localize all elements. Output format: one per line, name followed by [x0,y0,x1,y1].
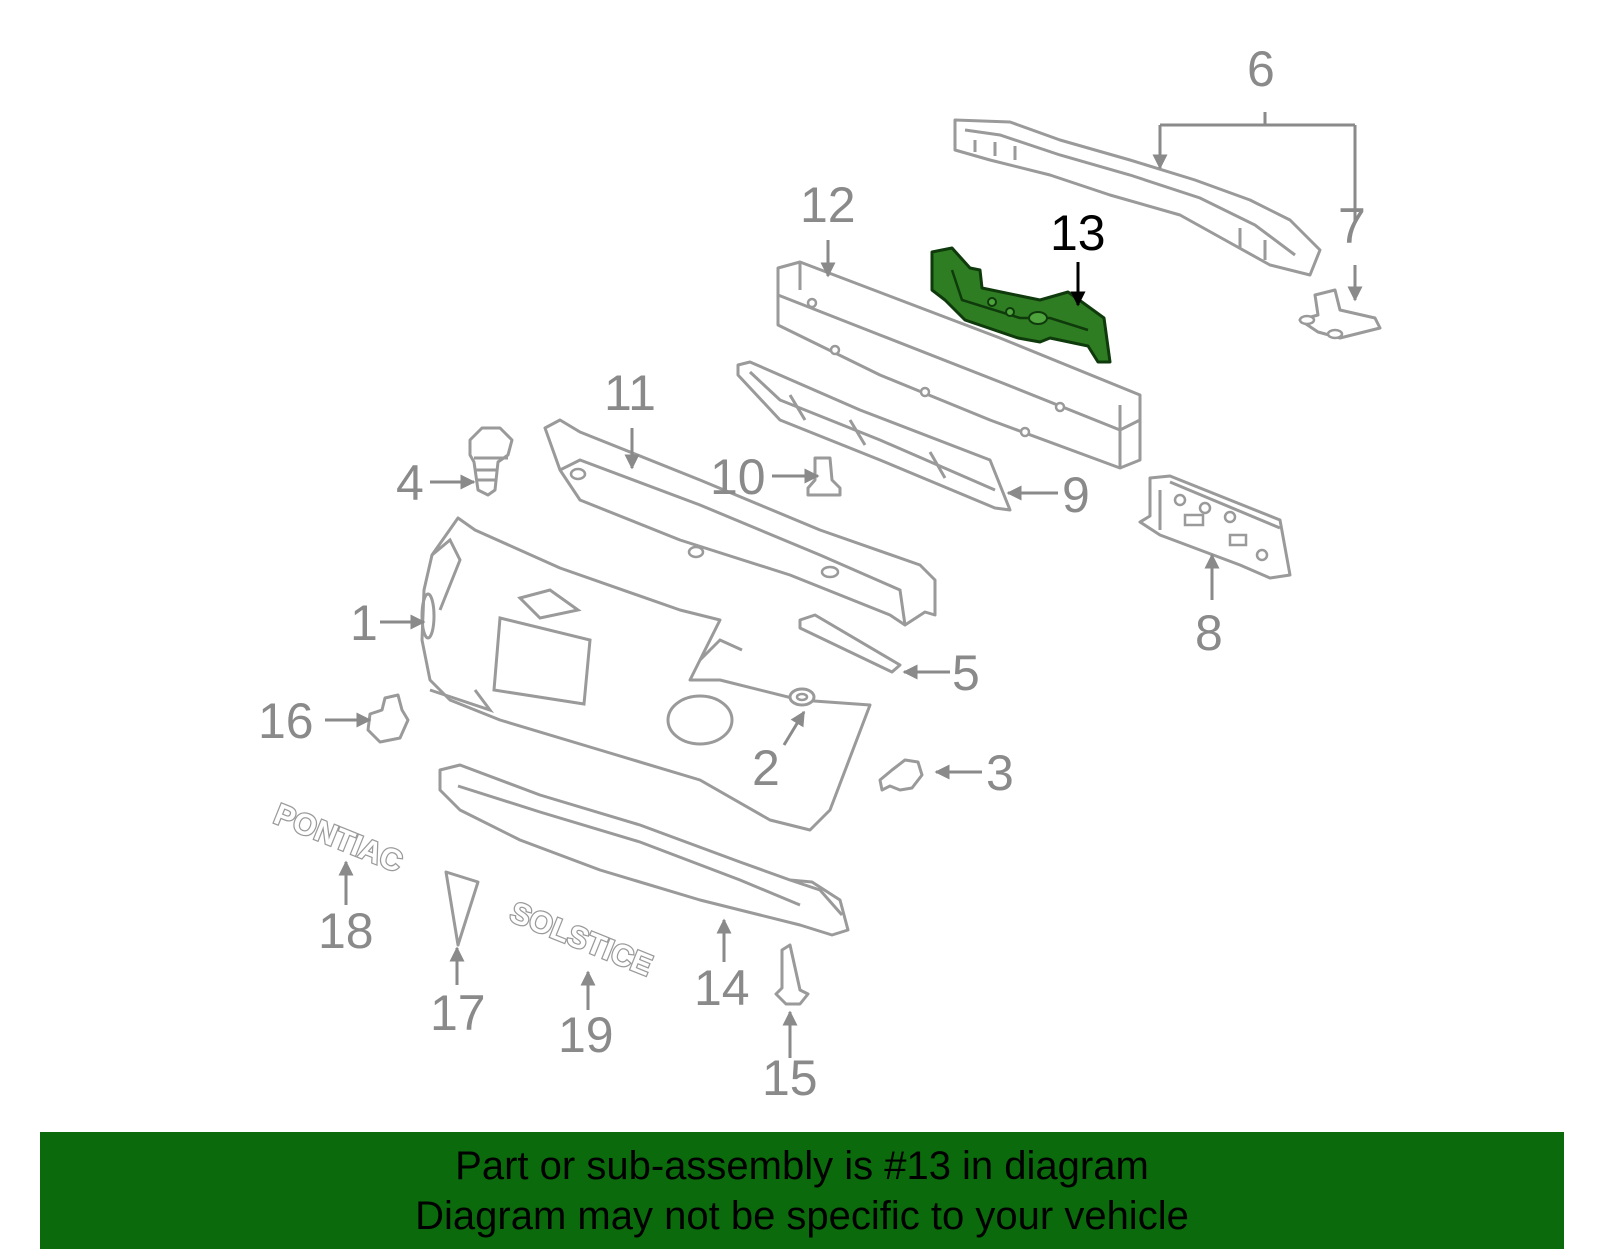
callout-8: 8 [1195,605,1223,661]
callout-15: 15 [762,1050,818,1106]
part-16-retainer [366,693,410,744]
caption-line-1: Part or sub-assembly is #13 in diagram [455,1143,1149,1188]
callout-14: 14 [694,960,750,1016]
callout-12: 12 [800,177,856,233]
callout-2: 2 [752,740,780,796]
part-2-grommet [788,687,816,707]
part-14-lower-valance [438,763,850,937]
callout-18: 18 [318,903,374,959]
part-9-strip [736,360,1012,512]
callout-17: 17 [430,985,486,1041]
parts-diagram: PONTIAC SOLSTICE [258,41,1382,1106]
callout-1: 1 [350,595,378,651]
part-1-bumper-fascia [420,516,872,832]
solstice-emblem: SOLSTICE [505,896,656,983]
part-5-molding [798,613,902,674]
part-15-pin [774,943,810,1006]
part-8-side-bracket [1138,474,1292,580]
leader-lines [325,112,1363,1058]
callout-7: 7 [1338,198,1366,254]
part-4-bolt [468,426,514,497]
part-3-screw [878,758,924,792]
part-12-impact-bar [776,260,1142,470]
part-7-bracket [1298,288,1382,340]
caption-bar: Part or sub-assembly is #13 in diagram D… [40,1132,1564,1249]
pontiac-emblem: PONTIAC [269,798,407,879]
callout-6: 6 [1247,41,1275,97]
callout-19: 19 [558,1007,614,1063]
callout-numbers: 6 7 12 13 11 10 9 8 4 1 5 16 2 3 18 17 1… [258,41,1366,1106]
callout-16: 16 [258,693,314,749]
part-6-absorber [953,118,1322,277]
callout-11: 11 [604,365,656,421]
part-13-bracket-highlight [930,246,1112,364]
callout-10: 10 [710,449,766,505]
part-17-emblem [444,870,480,947]
part-11-fascia-support [543,418,937,627]
callout-3: 3 [986,745,1014,801]
callout-13: 13 [1050,205,1106,261]
callout-4: 4 [396,455,424,511]
caption-line-2: Diagram may not be specific to your vehi… [415,1193,1189,1238]
callout-9: 9 [1062,467,1090,523]
callout-5: 5 [952,645,980,701]
